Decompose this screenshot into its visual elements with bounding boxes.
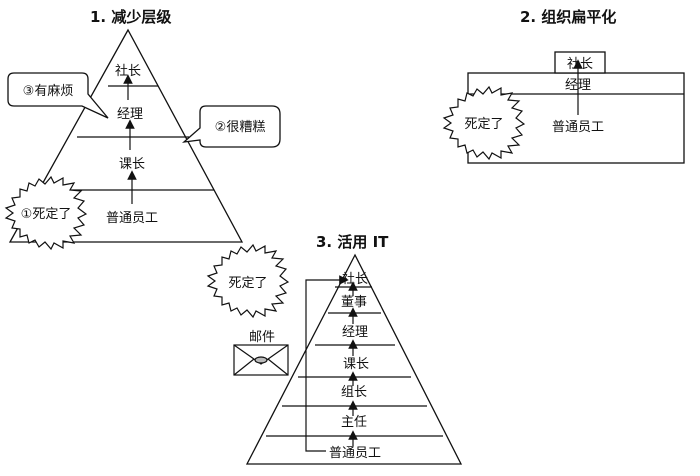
burst-dead-2: 死定了 [442, 85, 526, 161]
section1-level-manager: 经理 [117, 107, 143, 122]
section1-level-section-chief: 课长 [119, 157, 145, 172]
section2-level-president: 社长 [567, 56, 593, 72]
section1-level-staff: 普通员工 [106, 211, 158, 226]
callout-trouble-text: ③有麻烦 [23, 84, 74, 99]
section2-level-staff: 普通员工 [552, 120, 604, 135]
burst-dead-3: 死定了 [206, 243, 290, 319]
section1-title: 1. 减少层级 [90, 8, 172, 26]
section3-level-supervisor: 主任 [341, 415, 367, 430]
callout-bad-text: ②很糟糕 [215, 120, 266, 135]
section1-level-president: 社长 [115, 63, 141, 79]
burst-dead-3-text: 死定了 [228, 276, 267, 291]
callout-trouble: ③有麻烦 [7, 72, 109, 119]
mail-envelope-icon [233, 344, 289, 376]
section2-title: 2. 组织扁平化 [520, 8, 616, 26]
section1-pyramid [8, 28, 244, 243]
section3-level-section-chief: 课长 [343, 357, 369, 372]
burst-dead-1: ①死定了 [4, 175, 88, 251]
section1-arrows [123, 74, 137, 204]
callout-bad: ②很糟糕 [181, 105, 281, 148]
burst-dead-1-text: ①死定了 [21, 207, 72, 222]
section3-level-president: 社长 [342, 271, 368, 287]
section3-title: 3. 活用 IT [316, 233, 389, 251]
mail-label: 邮件 [249, 330, 275, 345]
section3-level-team-leader: 组长 [341, 385, 367, 400]
burst-dead-2-text: 死定了 [464, 117, 503, 132]
it-bypass-line [305, 275, 349, 452]
section3-level-staff: 普通员工 [329, 446, 381, 461]
section3-level-director: 董事 [341, 295, 367, 310]
section3-level-manager: 经理 [342, 325, 368, 340]
